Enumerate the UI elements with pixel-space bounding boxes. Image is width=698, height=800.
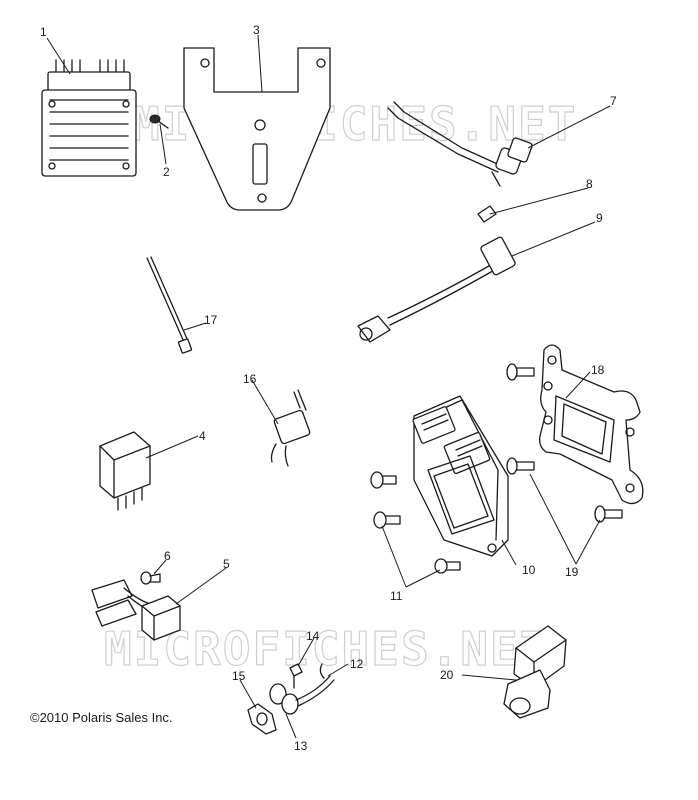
part-14-bolt[interactable] xyxy=(289,663,303,689)
part-20-sensor[interactable] xyxy=(503,625,567,719)
callout-12: 12 xyxy=(350,657,364,671)
part-16-sensor[interactable] xyxy=(270,389,311,467)
callout-10: 10 xyxy=(522,563,536,577)
part-3-bracket[interactable] xyxy=(183,47,331,211)
callout-8: 8 xyxy=(586,177,593,191)
callout-5: 5 xyxy=(223,557,230,571)
part-12-13-sensor[interactable] xyxy=(269,663,335,715)
callout-18: 18 xyxy=(591,363,605,377)
part-9-harness[interactable] xyxy=(357,236,516,343)
part-5-connector[interactable] xyxy=(91,579,181,641)
copyright-text: ©2010 Polaris Sales Inc. xyxy=(30,710,173,725)
part-15-gasket[interactable] xyxy=(247,703,277,735)
callout-13: 13 xyxy=(294,739,308,753)
part-17-cable-tie[interactable] xyxy=(146,256,193,354)
callout-20: 20 xyxy=(440,668,454,682)
callout-17: 17 xyxy=(204,313,218,327)
callout-1: 1 xyxy=(40,25,47,39)
callout-11: 11 xyxy=(390,589,403,603)
callout-7: 7 xyxy=(610,94,617,108)
part-11-screws[interactable] xyxy=(370,471,461,574)
part-18-bracket[interactable] xyxy=(538,344,644,505)
part-6-screw[interactable] xyxy=(140,571,161,585)
part-19-bolts[interactable] xyxy=(506,363,623,523)
leader-lines xyxy=(46,34,611,739)
callout-19: 19 xyxy=(565,565,579,579)
callout-4: 4 xyxy=(199,429,206,443)
part-2-screw[interactable] xyxy=(149,114,169,129)
callout-15: 15 xyxy=(232,669,246,683)
part-8-plug[interactable] xyxy=(477,205,497,223)
callout-16: 16 xyxy=(243,372,257,386)
callout-9: 9 xyxy=(596,211,603,225)
callout-2: 2 xyxy=(163,165,170,179)
callout-3: 3 xyxy=(253,23,260,37)
callout-14: 14 xyxy=(306,629,320,643)
part-1-regulator[interactable] xyxy=(41,59,137,177)
callout-6: 6 xyxy=(164,549,171,563)
part-10-ecu[interactable] xyxy=(412,395,509,557)
part-4-relay[interactable] xyxy=(99,431,151,511)
part-7-sensor[interactable] xyxy=(387,101,533,187)
